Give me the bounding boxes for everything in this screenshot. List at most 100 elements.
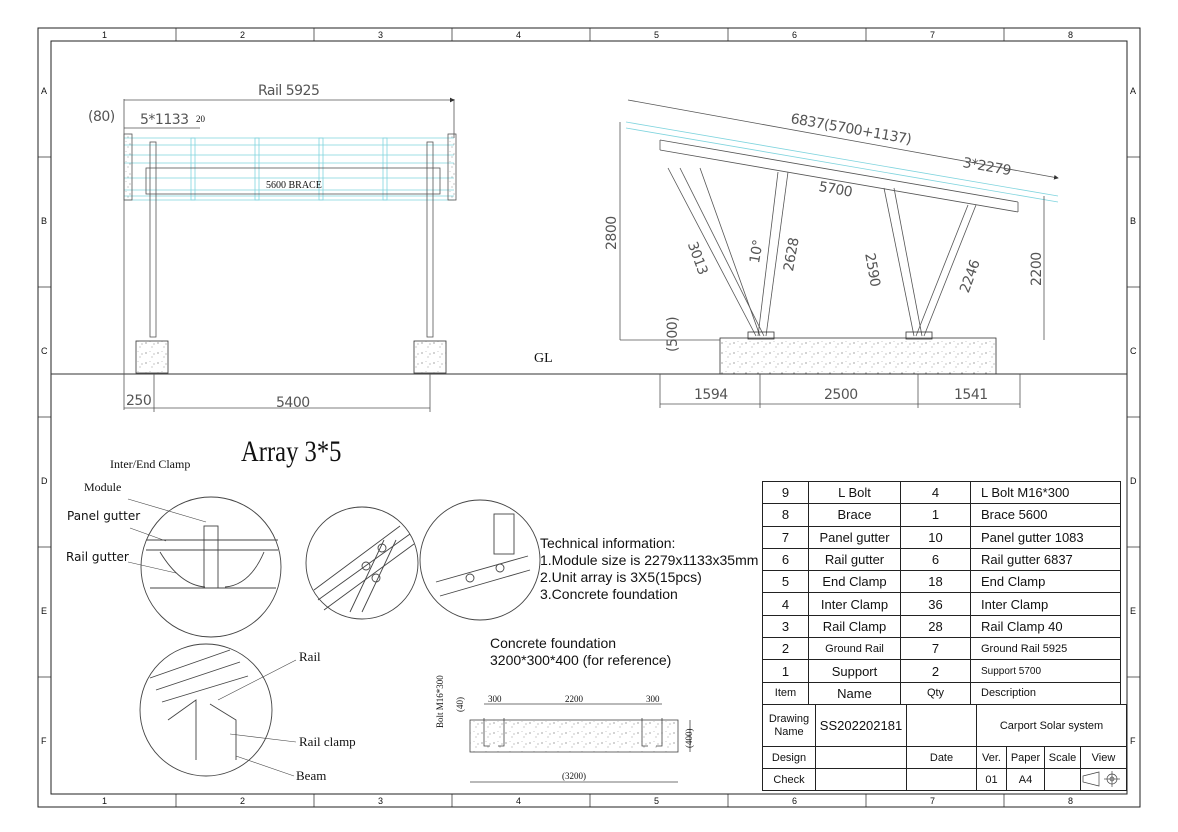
check-value (815, 768, 907, 791)
dim-3200: (3200) (562, 771, 586, 781)
bom-desc: Rail Clamp 40 (970, 614, 1121, 639)
base-dimension-1: 1594 (694, 387, 728, 403)
technical-line-1: 1.Module size is 2279x1133x35mm (540, 552, 759, 568)
bom-desc: Rail gutter 6837 (970, 547, 1121, 572)
module-label: Module (84, 480, 122, 494)
side-view (619, 99, 1059, 408)
base-dimension-2: 2500 (824, 387, 858, 403)
sheet-border (37, 27, 1141, 808)
view-symbol-cell (1080, 768, 1127, 791)
bom-qty: 36 (900, 592, 971, 616)
bom-qty: 28 (900, 614, 971, 639)
row-label: E (1130, 606, 1137, 616)
dim-300-right: 300 (646, 694, 660, 704)
view-label: View (1080, 746, 1127, 769)
height-low: 2200 (1029, 252, 1045, 286)
dim-300-left: 300 (488, 694, 502, 704)
col-label: 7 (930, 30, 936, 40)
bom-qty: 2 (900, 659, 971, 683)
row-label: A (41, 86, 48, 96)
title-block: Drawing Name SS202202181 Carport Solar s… (762, 704, 1127, 791)
row-label: F (41, 736, 47, 746)
bom-desc: Inter Clamp (970, 592, 1121, 616)
foundation-depth: (500) (665, 316, 681, 352)
design-label: Design (762, 746, 816, 769)
bom-no: 1 (762, 659, 809, 683)
col-label: 5 (654, 796, 660, 806)
scale-value (1044, 768, 1081, 791)
bom-name: Brace (808, 503, 901, 527)
front-view (123, 97, 457, 412)
bom-qty: 1 (900, 503, 971, 527)
bom-name: End Clamp (808, 570, 901, 594)
bom-desc: Ground Rail 5925 (970, 637, 1121, 661)
rail-gutter-label: Rail gutter (66, 550, 129, 564)
foundation-section (469, 703, 691, 783)
paper-label: Paper (1006, 746, 1045, 769)
col-label: 6 (792, 30, 798, 40)
col-label: 6 (792, 796, 798, 806)
row-label: B (1130, 216, 1137, 226)
bom-no: 4 (762, 592, 809, 616)
col-label: 5 (654, 30, 660, 40)
bom-name: L Bolt (808, 480, 901, 505)
bom-no: 5 (762, 570, 809, 594)
brace-label: 5600 BRACE (266, 180, 322, 191)
technical-line-2: 2.Unit array is 3X5(15pcs) (540, 569, 702, 585)
drawing-name-label: Drawing Name (762, 704, 816, 747)
bom-no: 6 (762, 547, 809, 572)
scale-label: Scale (1044, 746, 1081, 769)
overhang-dimension: (80) (88, 109, 115, 125)
clamp-label: Inter/End Clamp (110, 457, 191, 471)
array-title: Array 3*5 (241, 435, 342, 468)
bom-no: 8 (762, 503, 809, 527)
bom-name: Ground Rail (808, 637, 901, 661)
paper-value: A4 (1006, 768, 1045, 791)
project-name: Carport Solar system (976, 704, 1127, 747)
technical-heading: Technical information: (540, 535, 676, 551)
row-label: F (1130, 736, 1136, 746)
panel-gutter-label: Panel gutter (67, 509, 141, 523)
bom-desc: Support 5700 (970, 659, 1121, 683)
bom-name: Inter Clamp (808, 592, 901, 616)
dim-400: (400) (684, 728, 694, 749)
spacing-dimension: 5*1133 (140, 112, 189, 128)
left-dimension: 250 (126, 393, 152, 409)
bom-desc: Brace 5600 (970, 503, 1121, 527)
col-label: 8 (1068, 30, 1074, 40)
design-value (815, 746, 907, 769)
empty-cell (906, 704, 977, 747)
bom-header-no: Item (762, 681, 809, 705)
bom-name: Rail Clamp (808, 614, 901, 639)
span-dimension: 5400 (276, 395, 310, 411)
bom-name: Panel gutter (808, 525, 901, 549)
bom-desc: End Clamp (970, 570, 1121, 594)
bom-qty: 7 (900, 637, 971, 661)
dim-40: (40) (455, 697, 465, 712)
col-label: 1 (102, 796, 108, 806)
detail-views (127, 496, 541, 777)
base-dimension-3: 1541 (954, 387, 988, 403)
col-label: 7 (930, 796, 936, 806)
bom-no: 9 (762, 480, 809, 505)
bom-name: Rail gutter (808, 547, 901, 572)
rail-label: Rail (299, 649, 321, 664)
bom-desc: L Bolt M16*300 (970, 480, 1121, 505)
col-label: 4 (516, 30, 522, 40)
row-label: B (41, 216, 48, 226)
date-label: Date (906, 746, 977, 769)
row-label: D (41, 476, 48, 486)
bom-qty: 18 (900, 570, 971, 594)
row-label: E (41, 606, 48, 616)
bom-qty: 4 (900, 480, 971, 505)
bom-no: 2 (762, 637, 809, 661)
beam-label: Beam (296, 768, 327, 783)
